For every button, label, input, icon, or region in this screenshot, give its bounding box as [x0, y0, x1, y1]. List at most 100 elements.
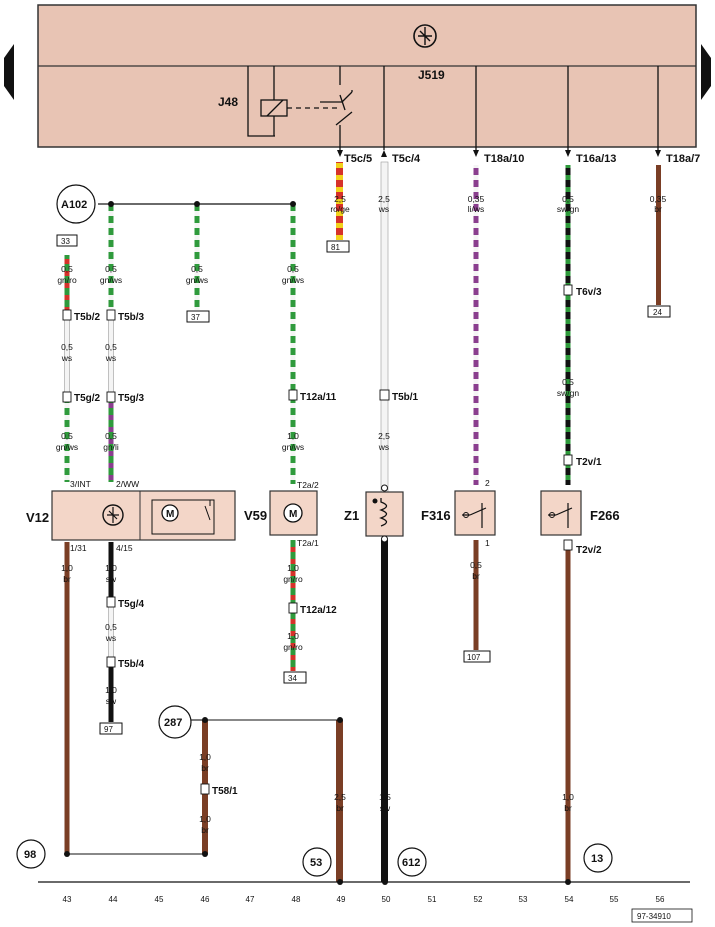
connector-label: T2a/1 — [297, 538, 319, 548]
wire-color: ws — [61, 353, 72, 363]
wire-size: 0,5 — [105, 622, 117, 632]
connector-label: T12a/11 — [300, 392, 337, 403]
connector-label: T5b/2 — [74, 312, 101, 323]
wire-size: 2,5 — [378, 431, 390, 441]
wire-segment — [336, 162, 343, 240]
wire-size: 1,0 — [287, 431, 299, 441]
wire-segment — [290, 540, 296, 603]
right-page-arrow-icon[interactable] — [701, 44, 711, 100]
pin-label: 1/31 — [70, 543, 87, 553]
scale-number: 51 — [428, 895, 437, 904]
scale-number: 56 — [656, 895, 665, 904]
connector-label: T5g/3 — [118, 393, 145, 404]
pin-label: 3/INT — [70, 479, 91, 489]
wire-color: br — [564, 803, 572, 813]
wire-segment — [565, 295, 571, 455]
wire-segment — [108, 542, 114, 597]
component-label: F266 — [590, 508, 620, 523]
wire-segment — [290, 400, 296, 484]
connector-label: T58/1 — [212, 786, 238, 797]
left-page-arrow-icon[interactable] — [4, 44, 14, 100]
wire-color: sw/gn — [557, 388, 579, 398]
junction-dot — [337, 717, 343, 723]
ref-box — [99, 722, 123, 735]
wire-color: ws — [105, 633, 116, 643]
wire-size: 1,5 — [379, 792, 391, 802]
wire-size: 2,5 — [334, 792, 346, 802]
junction-dot — [337, 879, 343, 885]
junction-dot — [565, 879, 571, 885]
ground-point-circle — [397, 847, 427, 877]
wire-segment — [108, 402, 114, 482]
pin-label: 1 — [485, 538, 490, 548]
scale-number: 47 — [246, 895, 255, 904]
wire-size: 1,0 — [199, 814, 211, 824]
wire-size: 0,5 — [191, 264, 203, 274]
connector-label: T5b/4 — [118, 659, 145, 670]
wire-color: br — [336, 803, 344, 813]
ref-box — [326, 240, 350, 253]
connector-label: T16a/13 — [576, 153, 616, 165]
wiper-motor-v12[interactable] — [51, 490, 236, 541]
connector-label: T5b/1 — [392, 392, 419, 403]
wire-color: gn/ws — [56, 442, 78, 452]
switch-contact — [549, 512, 555, 518]
wire-segment — [336, 720, 343, 882]
wire-size: 0,5 — [61, 264, 73, 274]
wire-size: 2,5 — [334, 194, 346, 204]
wire-segment — [565, 540, 571, 882]
junction-dot — [382, 879, 388, 885]
connector-label: T2v/2 — [576, 545, 602, 556]
scale-number: 46 — [201, 895, 210, 904]
figure-id-box — [631, 908, 693, 923]
wire-size: 0,35 — [650, 194, 667, 204]
column-scale: 43 44 45 46 47 48 49 50 51 52 53 54 55 5… — [63, 895, 665, 904]
junction-dot — [108, 201, 114, 207]
control-unit-label: J519 — [418, 68, 445, 82]
wire-segment — [202, 794, 208, 854]
wire-segment — [202, 720, 208, 784]
scale-number: 55 — [610, 895, 619, 904]
scale-number: 48 — [292, 895, 301, 904]
heated-element-z1[interactable] — [365, 491, 404, 537]
wire-color: gn/li — [103, 442, 119, 452]
relay-label: J48 — [218, 95, 238, 109]
wire-color: gn/ro — [57, 275, 77, 285]
wire-segment — [64, 402, 70, 482]
wire-size: 1,0 — [105, 685, 117, 695]
wire-size: 0,5 — [470, 560, 482, 570]
wire-size: 1,0 — [287, 631, 299, 641]
connector-label: T6v/3 — [576, 287, 602, 298]
junction-dot — [194, 201, 200, 207]
wire-segment — [64, 542, 70, 854]
wire-size: 0,5 — [562, 194, 574, 204]
wire-color: sw — [106, 574, 117, 584]
wire-color: gn/ws — [100, 275, 122, 285]
ref-box-text: 24 — [653, 308, 662, 317]
wire-color: br — [472, 571, 480, 581]
wire-color: ws — [378, 204, 389, 214]
connector-label: T5g/4 — [118, 599, 145, 610]
figure-id: 97-34910 — [637, 912, 671, 921]
wire-color: sw — [106, 696, 117, 706]
wire-color: li/ws — [468, 204, 485, 214]
wire-segment — [64, 255, 70, 310]
ground-point-label: 53 — [310, 857, 322, 869]
ref-box-text: 33 — [61, 237, 70, 246]
component-label: V59 — [244, 508, 267, 523]
wire-segment — [194, 204, 200, 310]
ground-point-label: 612 — [402, 857, 420, 869]
wire-segment — [473, 165, 479, 485]
wire-segment — [656, 165, 661, 305]
wire-segment — [290, 613, 296, 671]
component-label: V12 — [26, 510, 49, 525]
wire-size: 1,0 — [562, 792, 574, 802]
scale-number: 49 — [337, 895, 346, 904]
scale-number: 53 — [519, 895, 528, 904]
connector-label: T5c/5 — [344, 153, 372, 165]
wire-size: 0,35 — [468, 194, 485, 204]
connector-label: T5c/4 — [392, 153, 421, 165]
ground-point-label: 287 — [164, 717, 182, 729]
ref-box — [283, 671, 307, 684]
